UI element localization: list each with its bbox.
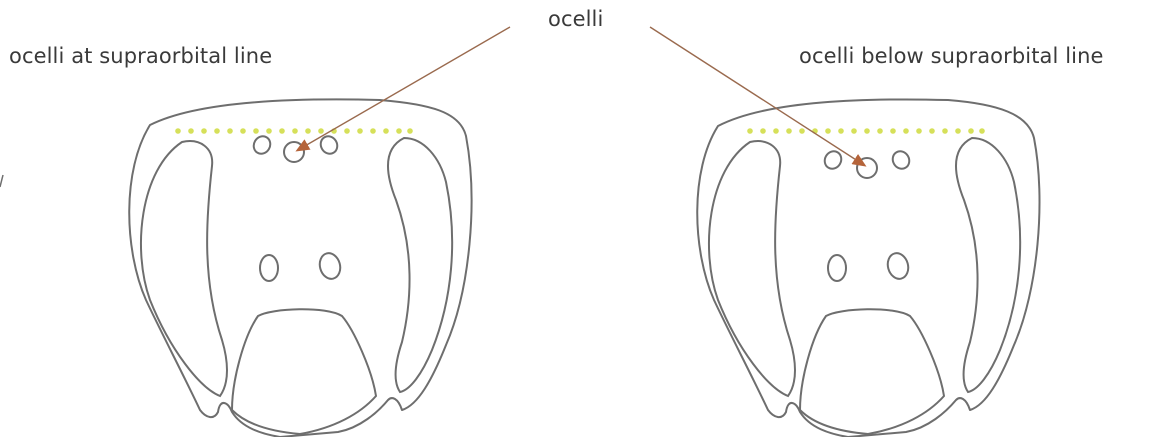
supraorbital-dot [175, 128, 181, 134]
supraorbital-dot [201, 128, 207, 134]
supraorbital-dot [903, 128, 909, 134]
supraorbital-dot [747, 128, 753, 134]
supraorbital-dot [292, 128, 298, 134]
right-ocellus-lateral-left [822, 148, 845, 172]
supraorbital-dot [370, 128, 376, 134]
supraorbital-dot [825, 128, 831, 134]
supraorbital-dot [773, 128, 779, 134]
supraorbital-dot [786, 128, 792, 134]
left-supraorbital-line [175, 128, 413, 134]
supraorbital-dot [929, 128, 935, 134]
supraorbital-dot [253, 128, 259, 134]
right-ocellus-median [857, 158, 877, 178]
cropped-edge-mark [0, 175, 3, 187]
right-head-left-compound-eye [709, 141, 795, 396]
supraorbital-dot [890, 128, 896, 134]
supraorbital-dot [851, 128, 857, 134]
supraorbital-dot [942, 128, 948, 134]
left-ocellus-lateral-left [251, 133, 274, 157]
supraorbital-dot [955, 128, 961, 134]
supraorbital-dot [864, 128, 870, 134]
supraorbital-dot [968, 128, 974, 134]
right-supraorbital-line [747, 128, 985, 134]
supraorbital-dot [188, 128, 194, 134]
supraorbital-dot [227, 128, 233, 134]
left-pointer-arrow [298, 27, 510, 150]
supraorbital-dot [240, 128, 246, 134]
supraorbital-dot [877, 128, 883, 134]
left-antennal-socket-left [260, 255, 278, 281]
supraorbital-dot [407, 128, 413, 134]
supraorbital-dot [396, 128, 402, 134]
right-bee-head [697, 99, 1039, 437]
supraorbital-dot [799, 128, 805, 134]
supraorbital-dot [383, 128, 389, 134]
supraorbital-dot [979, 128, 985, 134]
supraorbital-dot [357, 128, 363, 134]
supraorbital-dot [318, 128, 324, 134]
left-bee-head [129, 99, 471, 437]
supraorbital-dot [214, 128, 220, 134]
supraorbital-dot [266, 128, 272, 134]
supraorbital-dot [838, 128, 844, 134]
supraorbital-dot [916, 128, 922, 134]
right-ocellus-lateral-right [890, 148, 913, 172]
right-clypeus [800, 309, 944, 434]
left-clypeus [232, 309, 376, 434]
supraorbital-dot [305, 128, 311, 134]
left-ocellus-median [284, 142, 304, 162]
supraorbital-dot [760, 128, 766, 134]
right-antennal-socket-right [885, 251, 911, 281]
right-antennal-socket-left [828, 255, 846, 281]
left-antennal-socket-right [317, 251, 343, 281]
supraorbital-dot [344, 128, 350, 134]
left-compound-eye [141, 141, 227, 396]
supraorbital-dot [279, 128, 285, 134]
